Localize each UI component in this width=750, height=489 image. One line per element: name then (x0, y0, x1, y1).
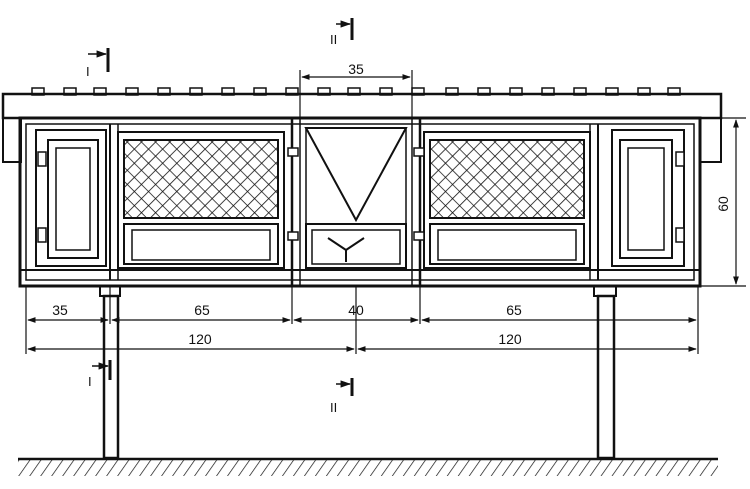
hinge-icon (37, 151, 47, 167)
section-label-bottom-left: I (88, 374, 92, 389)
dim-left-half: 120 (188, 331, 212, 347)
latch-icon (413, 147, 425, 157)
hay-feeder (287, 127, 425, 269)
section-label-top-left: I (86, 64, 90, 79)
hinge-icon (675, 151, 685, 167)
dim-left-mesh: 65 (194, 302, 210, 318)
hinge-icon (675, 227, 685, 243)
section-label-top-center: II (330, 32, 337, 47)
left-mesh-door (117, 131, 285, 269)
section-marks: II I I II (86, 18, 354, 415)
wire-mesh (123, 139, 279, 219)
wire-mesh (429, 139, 585, 219)
latch-icon (287, 231, 299, 241)
left-nest-door (35, 129, 107, 267)
dim-height: 60 (715, 196, 731, 212)
section-label-bottom-center: II (330, 400, 337, 415)
latch-icon (287, 147, 299, 157)
dim-right-mesh: 65 (506, 302, 522, 318)
dim-top-width: 35 (348, 61, 364, 77)
hutch-body (18, 116, 702, 288)
latch-icon (413, 231, 425, 241)
dim-center: 40 (348, 302, 364, 318)
dimension-labels: 35 60 35 65 40 65 120 120 (52, 61, 731, 347)
roof-battens (31, 87, 681, 96)
right-mesh-door (423, 131, 591, 269)
dimension-lines (25, 70, 746, 354)
right-nest-door (611, 129, 685, 267)
dim-right-half: 120 (498, 331, 522, 347)
ground-hatching (18, 460, 718, 476)
ground (18, 457, 718, 476)
hinge-icon (37, 227, 47, 243)
dim-left-block: 35 (52, 302, 68, 318)
